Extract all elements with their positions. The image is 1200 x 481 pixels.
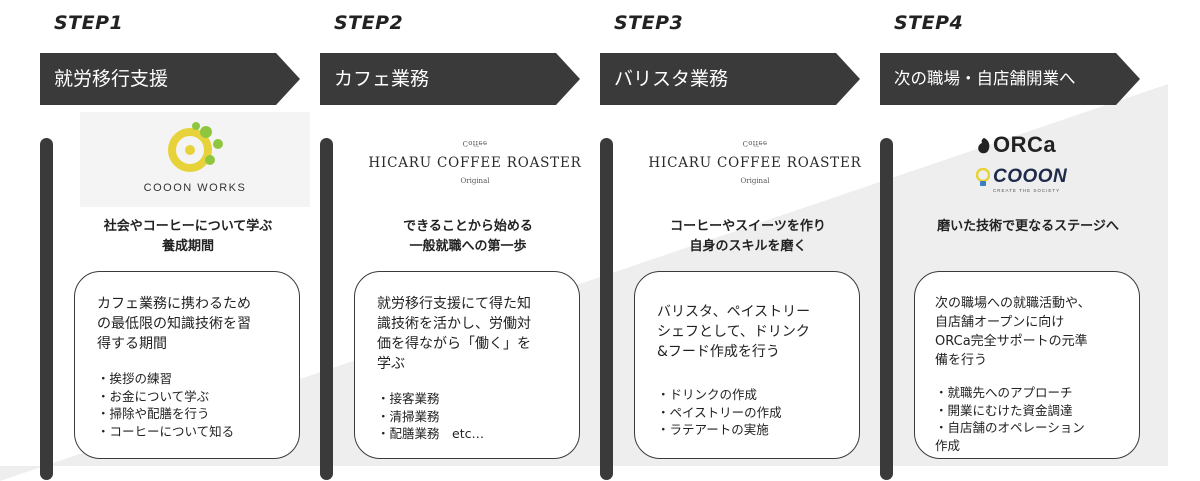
banner-arrow-shape [600,53,860,105]
step-label: STEP3 [614,12,684,34]
banner-title: 就労移行支援 [54,68,169,90]
timeline-bar [880,138,893,480]
step-card: バリスタ、ペイストリー シェフとして、ドリンク &フード作成を行う ・ドリンクの… [634,271,860,459]
banner-title: カフェ業務 [334,68,430,90]
list-item: ・掃除や配膳を行う [97,406,210,421]
banner-arrow-shape [40,53,300,105]
step-tagline: 磨いた技術で更なるステージへ [937,219,1119,234]
cooon-wordmark: COOON [993,166,1068,187]
banner-title: バリスタ業務 [614,68,729,90]
list-item: ・開業にむけた資金調達 [935,402,1073,418]
cooon-works-logo: COOON WORKS [80,112,310,207]
logo-curved-text: Coffee [462,139,488,147]
cooon-bulb-icon [976,168,990,186]
list-item: ・挨拶の練習 [97,371,173,386]
list-item: ・就職先へのアプローチ [935,385,1073,400]
banner-title: 次の職場・自店舗開業へ [894,69,1076,88]
logo-curved-text: Coffee [742,139,768,147]
hicaru-coffee-roaster-logo: Coffee HICARU COFFEE ROASTER Original [360,112,590,207]
card-task-list: ・就職先へのアプローチ ・開業にむけた資金調達 ・自店舗のオペレーション 作成 [935,384,1125,454]
cooon-works-icon [168,122,223,172]
cooon-works-wordmark: COOON WORKS [143,182,247,194]
step-tagline: コーヒーやスイーツを作り 自身のスキルを磨く [670,219,826,254]
hicaru-coffee-roaster-logo: Coffee HICARU COFFEE ROASTER Original [640,112,870,207]
step-label: STEP1 [54,12,124,34]
card-task-list: ・接客業務 ・清掃業務 ・配膳業務 etc… [377,390,565,443]
step-label: STEP4 [894,12,964,34]
step-banner: バリスタ業務 [600,53,860,105]
step-tagline: できることから始める 一般就職への第一歩 [403,219,533,254]
step-label: STEP2 [334,12,404,34]
banner-arrow-shape [880,53,1140,105]
banner-arrow-shape [320,53,580,105]
step-card: 次の職場への就職活動や、 自店舗オープンに向け ORCa完全サポートの元準 備を… [914,271,1140,459]
list-item: 作成 [935,437,961,453]
step-tagline: 社会やコーヒーについて学ぶ 養成期間 [103,219,273,254]
step-card: カフェ業務に携わるため の最低限の知識技術を習 得する期間 ・挨拶の練習 ・お金… [74,271,300,459]
step-banner: 就労移行支援 [40,53,300,105]
orca-wordmark: ORCa [993,132,1057,157]
list-item: ・配膳業務 etc… [377,426,484,441]
timeline-bar [320,138,333,480]
card-description: 就労移行支援にて得た知 識技術を活かし、労働対 価を得ながら「働く」を 学ぶ [377,296,531,372]
card-task-list: ・挨拶の練習 ・お金について学ぶ ・掃除や配膳を行う ・コーヒーについて知る [97,370,285,440]
step-banner: カフェ業務 [320,53,580,105]
partner-logos: ORCa COOON CREATE THE SOCIETY [920,112,1150,207]
list-item: ・接客業務 [377,391,440,406]
orca-whale-icon [978,138,990,154]
step-1-column: STEP1 就労移行支援 COOON WORKS 社会やコーヒーについて学ぶ 養… [40,0,310,481]
step-card: 就労移行支援にて得た知 識技術を活かし、労働対 価を得ながら「働く」を 学ぶ ・… [354,271,580,459]
step-4-column: STEP4 次の職場・自店舗開業へ ORCa COOON CREATE THE … [880,0,1150,481]
step-3-column: STEP3 バリスタ業務 Coffee HICARU COFFEE ROASTE… [600,0,870,481]
card-description: カフェ業務に携わるため の最低限の知識技術を習 得する期間 [97,296,251,352]
list-item: ・コーヒーについて知る [97,423,235,439]
card-description: 次の職場への就職活動や、 自店舗オープンに向け ORCa完全サポートの元準 備を… [935,296,1091,368]
logo-wordmark: HICARU COFFEE ROASTER [648,155,862,171]
timeline-bar [40,138,53,480]
timeline-bar [600,138,613,480]
logo-subtitle: Original [740,177,770,185]
step-2-column: STEP2 カフェ業務 Coffee HICARU COFFEE ROASTER… [320,0,590,481]
logo-wordmark: HICARU COFFEE ROASTER [368,155,582,171]
list-item: ・ラテアートの実施 [657,422,769,437]
list-item: ・清掃業務 [377,408,440,424]
card-task-list: ・ドリンクの作成 ・ペイストリーの作成 ・ラテアートの実施 [657,386,845,439]
list-item: ・自店舗のオペレーション [935,420,1085,435]
card-description: バリスタ、ペイストリー シェフとして、ドリンク &フード作成を行う [657,304,811,360]
step-banner: 次の職場・自店舗開業へ [880,53,1140,105]
cooon-tagline: CREATE THE SOCIETY [993,188,1061,193]
list-item: ・ペイストリーの作成 [657,404,782,420]
list-item: ・ドリンクの作成 [657,387,758,402]
list-item: ・お金について学ぶ [97,388,210,404]
logo-subtitle: Original [460,177,490,185]
